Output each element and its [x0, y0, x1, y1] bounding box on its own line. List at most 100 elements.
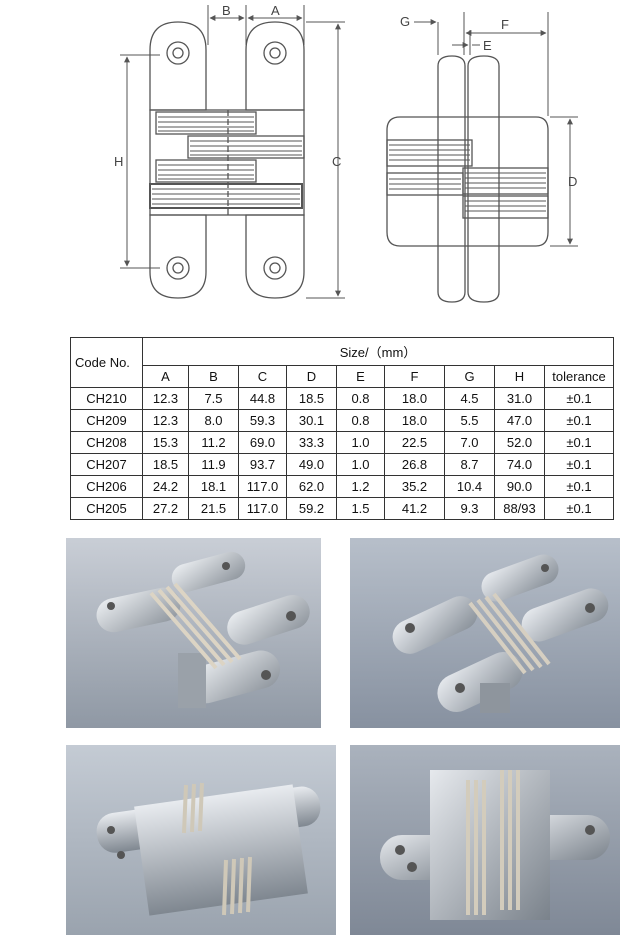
- hinge-photo-side-flat: [66, 745, 336, 935]
- value-cell: 9.3: [444, 497, 495, 520]
- value-cell: 47.0: [494, 409, 545, 432]
- value-cell: 41.2: [384, 497, 445, 520]
- value-cell: 1.2: [336, 475, 385, 498]
- code-cell: CH210: [70, 387, 143, 410]
- dim-label-h: H: [114, 154, 123, 169]
- value-cell: 59.2: [286, 497, 337, 520]
- value-cell: 117.0: [238, 497, 287, 520]
- dim-label-e: E: [483, 38, 492, 53]
- value-cell: 4.5: [444, 387, 495, 410]
- front-view: [149, 21, 305, 299]
- value-cell: 0.8: [336, 387, 385, 410]
- code-no-header: Code No.: [70, 337, 143, 388]
- value-cell: 69.0: [238, 431, 287, 454]
- value-cell: 117.0: [238, 475, 287, 498]
- value-cell: 74.0: [494, 453, 545, 476]
- value-cell: 0.8: [336, 409, 385, 432]
- value-cell: 8.7: [444, 453, 495, 476]
- column-header: tolerance: [543, 365, 615, 388]
- value-cell: 24.2: [142, 475, 189, 498]
- value-cell: 35.2: [384, 475, 445, 498]
- value-cell: 59.3: [238, 409, 287, 432]
- value-cell: 30.1: [286, 409, 337, 432]
- value-cell: 52.0: [494, 431, 545, 454]
- column-header: E: [336, 365, 385, 388]
- value-cell: 26.8: [384, 453, 445, 476]
- value-cell: 44.8: [238, 387, 287, 410]
- value-cell: 18.1: [188, 475, 239, 498]
- column-header: G: [444, 365, 495, 388]
- value-cell: ±0.1: [543, 497, 615, 520]
- dim-label-c: C: [332, 154, 341, 169]
- value-cell: 22.5: [384, 431, 445, 454]
- value-cell: 27.2: [142, 497, 189, 520]
- value-cell: ±0.1: [543, 409, 615, 432]
- side-dimension-lines: [414, 12, 578, 247]
- value-cell: 31.0: [494, 387, 545, 410]
- value-cell: 18.0: [384, 409, 445, 432]
- hinge-photo-front: [350, 745, 620, 935]
- dim-label-f: F: [501, 17, 509, 32]
- front-view-hatch: [152, 116, 302, 205]
- size-header: Size/（mm）: [141, 337, 615, 366]
- value-cell: 33.3: [286, 431, 337, 454]
- value-cell: ±0.1: [543, 453, 615, 476]
- value-cell: 49.0: [286, 453, 337, 476]
- side-view-hatch: [389, 144, 546, 212]
- code-cell: CH205: [70, 497, 143, 520]
- technical-drawing: B A H C G F E D: [0, 0, 640, 310]
- column-header: D: [286, 365, 337, 388]
- value-cell: 8.0: [188, 409, 239, 432]
- hinge-photo-angled-right: [350, 538, 620, 728]
- column-header: F: [384, 365, 445, 388]
- column-header: A: [142, 365, 189, 388]
- dim-label-b: B: [222, 3, 231, 18]
- code-cell: CH207: [70, 453, 143, 476]
- value-cell: ±0.1: [543, 431, 615, 454]
- value-cell: 1.0: [336, 431, 385, 454]
- value-cell: 7.5: [188, 387, 239, 410]
- value-cell: 11.2: [188, 431, 239, 454]
- value-cell: 93.7: [238, 453, 287, 476]
- side-view: [386, 55, 549, 303]
- dim-label-d: D: [568, 174, 577, 189]
- value-cell: 11.9: [188, 453, 239, 476]
- value-cell: 1.5: [336, 497, 385, 520]
- hinge-drawing-svg: B A H C G F E D: [114, 3, 578, 303]
- value-cell: 21.5: [188, 497, 239, 520]
- value-cell: ±0.1: [543, 475, 615, 498]
- column-header: C: [238, 365, 287, 388]
- dim-label-a: A: [271, 3, 280, 18]
- value-cell: 1.0: [336, 453, 385, 476]
- value-cell: 12.3: [142, 409, 189, 432]
- dim-label-g: G: [400, 14, 410, 29]
- value-cell: 5.5: [444, 409, 495, 432]
- value-cell: 18.5: [142, 453, 189, 476]
- value-cell: ±0.1: [543, 387, 615, 410]
- value-cell: 10.4: [444, 475, 495, 498]
- value-cell: 18.0: [384, 387, 445, 410]
- hinge-photo-angled-left: [66, 538, 321, 728]
- value-cell: 88/93: [494, 497, 545, 520]
- value-cell: 7.0: [444, 431, 495, 454]
- value-cell: 15.3: [142, 431, 189, 454]
- column-header: B: [188, 365, 239, 388]
- code-cell: CH209: [70, 409, 143, 432]
- front-dimension-lines: [120, 5, 345, 299]
- column-header: H: [494, 365, 545, 388]
- value-cell: 90.0: [494, 475, 545, 498]
- code-cell: CH208: [70, 431, 143, 454]
- value-cell: 18.5: [286, 387, 337, 410]
- code-cell: CH206: [70, 475, 143, 498]
- value-cell: 62.0: [286, 475, 337, 498]
- value-cell: 12.3: [142, 387, 189, 410]
